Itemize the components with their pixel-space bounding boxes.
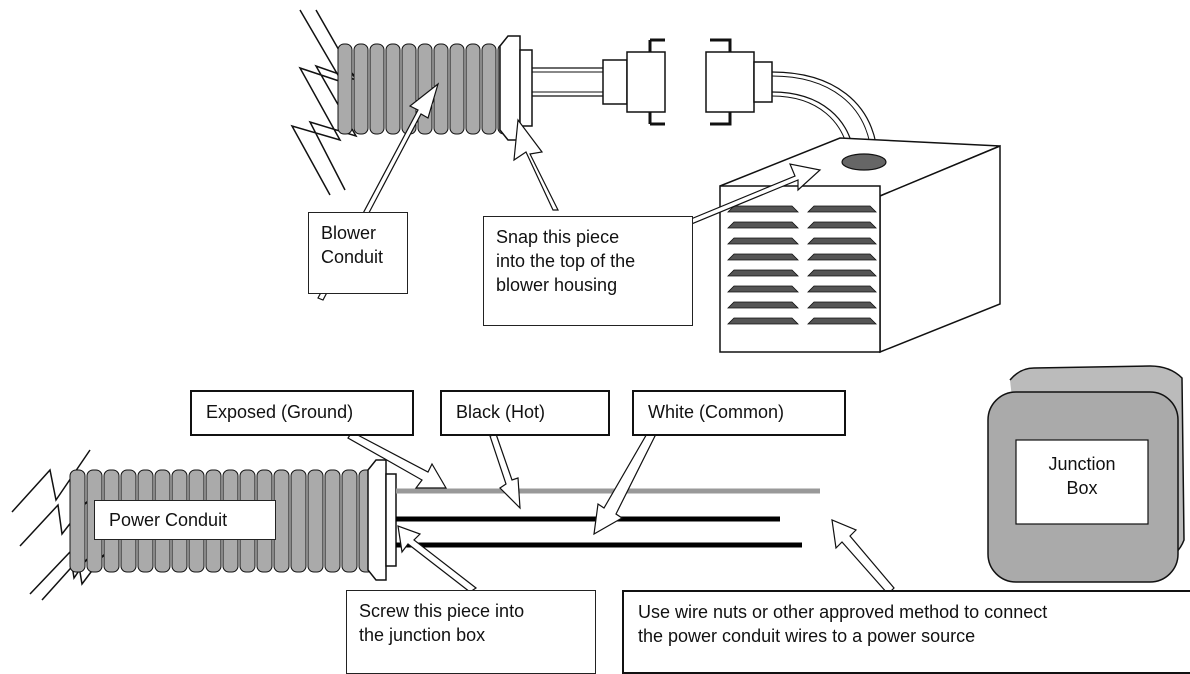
vent-slot bbox=[807, 237, 877, 245]
label-exposed-ground: Exposed (Ground) bbox=[190, 390, 414, 436]
housing-vents bbox=[727, 205, 877, 325]
vent-slot bbox=[807, 317, 877, 325]
vent-slot bbox=[727, 237, 799, 245]
arrow-screw-piece bbox=[397, 525, 478, 593]
conduit-rib bbox=[449, 43, 465, 135]
label-snap-piece-line-1: Snap this piece bbox=[496, 227, 620, 247]
vent-slot bbox=[727, 285, 799, 293]
conduit-rib bbox=[324, 469, 341, 573]
arrow-snap-piece bbox=[513, 118, 559, 211]
conduit-rib bbox=[353, 43, 369, 135]
conduit-rib bbox=[337, 43, 353, 135]
conduit-rib bbox=[290, 469, 307, 573]
housing-top-hole bbox=[841, 153, 887, 171]
vent-slot bbox=[727, 221, 799, 229]
label-blower-conduit-line-1: Blower bbox=[321, 223, 377, 243]
conduit-rib bbox=[385, 43, 401, 135]
arrow-wire-nuts bbox=[831, 519, 895, 595]
connector-left bbox=[602, 38, 666, 126]
label-power-conduit: Power Conduit bbox=[94, 500, 276, 540]
label-wire-nuts-line-2: the power conduit wires to a power sourc… bbox=[638, 626, 976, 646]
vent-slot bbox=[807, 221, 877, 229]
label-blower-conduit: Blower Conduit bbox=[308, 212, 408, 294]
label-junction-box-line-1: Junction bbox=[1048, 454, 1116, 474]
vent-slot bbox=[807, 205, 877, 213]
label-wire-nuts-line-1: Use wire nuts or other approved method t… bbox=[638, 602, 1048, 622]
vent-slot bbox=[727, 269, 799, 277]
blower-conduit bbox=[337, 43, 513, 135]
label-junction-box-line-2: Box bbox=[1066, 478, 1098, 498]
vent-slot bbox=[807, 269, 877, 277]
label-blower-conduit-line-2: Conduit bbox=[321, 247, 384, 267]
conduit-rib bbox=[369, 43, 385, 135]
conduit-rib bbox=[69, 469, 86, 573]
arrow-black-hot bbox=[489, 433, 521, 510]
vent-slot bbox=[727, 301, 799, 309]
label-snap-piece-line-3: blower housing bbox=[496, 275, 618, 295]
label-screw-piece-line-1: Screw this piece into bbox=[359, 601, 525, 621]
vent-slot bbox=[807, 285, 877, 293]
conduit-rib bbox=[273, 469, 290, 573]
conduit-rib bbox=[481, 43, 497, 135]
conduit-rib bbox=[465, 43, 481, 135]
vent-slot bbox=[807, 253, 877, 261]
vent-slot bbox=[727, 253, 799, 261]
blower-conduit-ribs bbox=[337, 43, 513, 135]
label-wire-nuts: Use wire nuts or other approved method t… bbox=[622, 590, 1190, 674]
label-snap-piece-line-2: into the top of the bbox=[496, 251, 636, 271]
label-white-common: White (Common) bbox=[632, 390, 846, 436]
conduit-rib bbox=[341, 469, 358, 573]
label-screw-piece: Screw this piece into the junction box bbox=[346, 590, 596, 674]
label-black-hot: Black (Hot) bbox=[440, 390, 610, 436]
conduit-rib bbox=[307, 469, 324, 573]
conduit-rib bbox=[417, 43, 433, 135]
arrow-exposed-ground bbox=[347, 431, 448, 489]
arrow-white-common bbox=[593, 431, 656, 536]
blower-hex-nut bbox=[499, 35, 533, 141]
label-screw-piece-line-2: the junction box bbox=[359, 625, 486, 645]
label-snap-piece: Snap this piece into the top of the blow… bbox=[483, 216, 693, 326]
label-junction-box: Junction Box bbox=[1016, 452, 1148, 516]
power-hex-nut bbox=[367, 459, 397, 581]
vent-slot bbox=[727, 205, 799, 213]
vent-slot bbox=[807, 301, 877, 309]
blower-housing bbox=[719, 137, 1001, 354]
junction-box bbox=[987, 365, 1185, 583]
connector-right bbox=[705, 38, 773, 126]
vent-slot bbox=[727, 317, 799, 325]
break-symbol-bottom bbox=[11, 449, 107, 601]
